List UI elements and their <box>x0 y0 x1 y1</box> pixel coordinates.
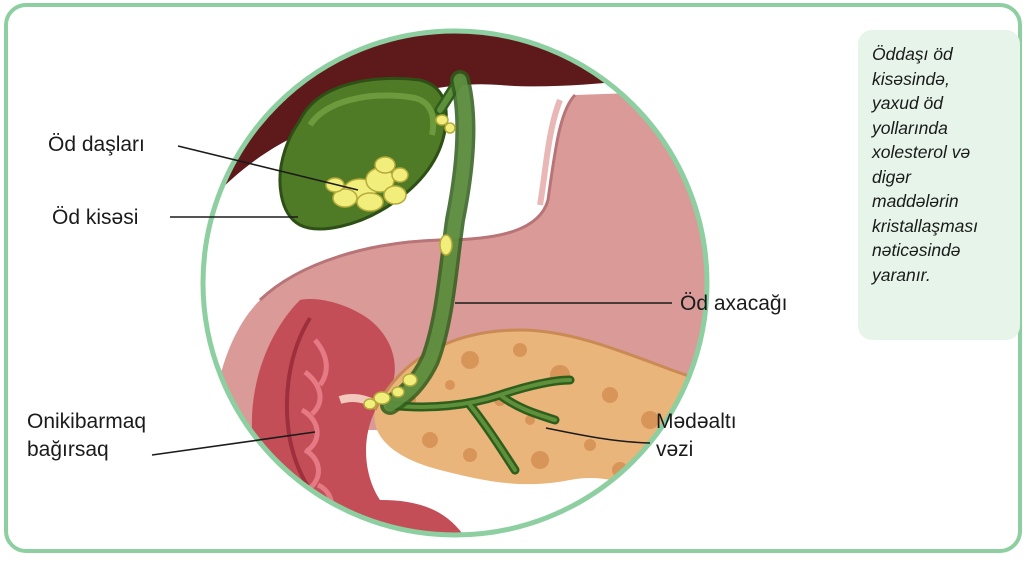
label-bile-duct: Öd axacağı <box>680 290 787 317</box>
info-note-text: Öddaşı öd kisəsində, yaxud öd yollarında… <box>872 42 1000 287</box>
label-gallstones: Öd daşları <box>48 131 145 158</box>
info-note-box: Öddaşı öd kisəsində, yaxud öd yollarında… <box>858 30 1020 340</box>
label-pancreas-line2: vəzi <box>656 436 693 463</box>
label-pancreas-line1: Mədəaltı <box>656 408 737 435</box>
label-duodenum-line1: Onikibarmaq <box>27 408 146 435</box>
label-duodenum-line2: bağırsaq <box>27 436 109 463</box>
label-gallbladder: Öd kisəsi <box>52 204 138 231</box>
